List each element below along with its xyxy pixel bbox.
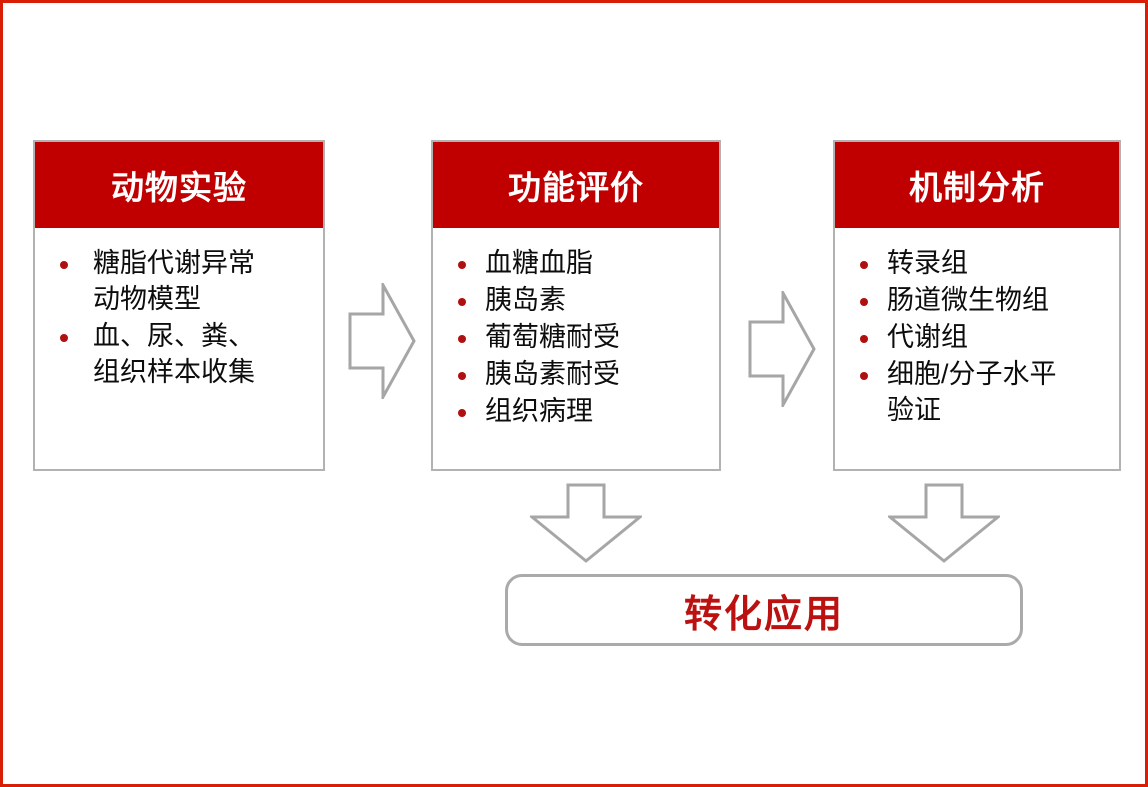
stage-title-mechanism-analysis: 机制分析	[835, 142, 1119, 228]
arrow-right-icon	[348, 283, 416, 399]
stage-body-function-evaluation: 血糖血脂 胰岛素 葡萄糖耐受 胰岛素耐受 组织病理	[433, 228, 719, 469]
list-item: 糖脂代谢异常 动物模型	[47, 246, 313, 318]
list-item: 细胞/分子水平 验证	[847, 357, 1109, 429]
bullet-list-function-evaluation: 血糖血脂 胰岛素 葡萄糖耐受 胰岛素耐受 组织病理	[445, 246, 709, 430]
stage-title-function-evaluation: 功能评价	[433, 142, 719, 228]
stage-box-mechanism-analysis[interactable]: 机制分析 转录组 肠道微生物组 代谢组 细胞/分子水平 验证	[833, 140, 1121, 471]
stage-box-animal-experiment[interactable]: 动物实验 糖脂代谢异常 动物模型 血、尿、粪、 组织样本收集	[33, 140, 325, 471]
stage-title-animal-experiment: 动物实验	[35, 142, 323, 228]
list-item: 血、尿、粪、 组织样本收集	[47, 319, 313, 391]
list-item: 葡萄糖耐受	[445, 320, 709, 356]
outcome-label: 转化应用	[683, 593, 844, 636]
list-item: 胰岛素	[445, 283, 709, 319]
stage-body-mechanism-analysis: 转录组 肠道微生物组 代谢组 细胞/分子水平 验证	[835, 228, 1119, 469]
list-item: 血糖血脂	[445, 246, 709, 282]
stage-box-function-evaluation[interactable]: 功能评价 血糖血脂 胰岛素 葡萄糖耐受 胰岛素耐受 组织病理	[431, 140, 721, 471]
list-item: 代谢组	[847, 320, 1109, 356]
stage-body-animal-experiment: 糖脂代谢异常 动物模型 血、尿、粪、 组织样本收集	[35, 228, 323, 469]
list-item: 肠道微生物组	[847, 283, 1109, 319]
arrow-right-icon	[748, 291, 816, 407]
outcome-box[interactable]: 转化应用	[505, 574, 1023, 646]
arrow-down-icon	[888, 483, 1000, 563]
list-item: 胰岛素耐受	[445, 357, 709, 393]
list-item: 转录组	[847, 246, 1109, 282]
bullet-list-animal-experiment: 糖脂代谢异常 动物模型 血、尿、粪、 组织样本收集	[47, 246, 313, 391]
list-item: 组织病理	[445, 394, 709, 430]
bullet-list-mechanism-analysis: 转录组 肠道微生物组 代谢组 细胞/分子水平 验证	[847, 246, 1109, 429]
arrow-down-icon	[530, 483, 642, 563]
